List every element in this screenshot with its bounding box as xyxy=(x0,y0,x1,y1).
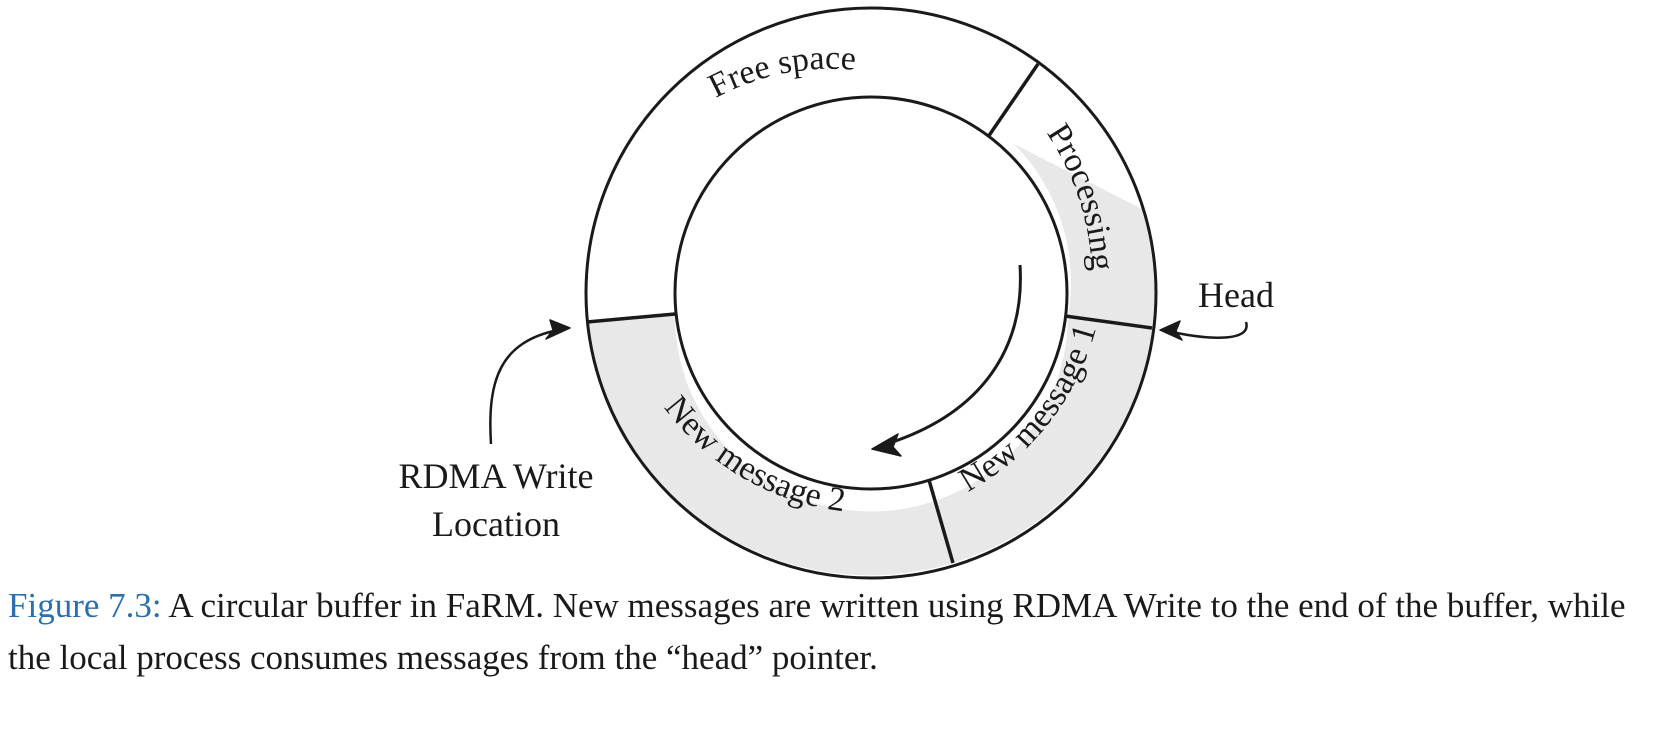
caption-text: A circular buffer in FaRM. New messages … xyxy=(8,586,1626,677)
consume-direction-arrow-icon xyxy=(871,264,1022,457)
buffer-inner-ring xyxy=(673,95,1069,491)
rdma-write-location-label: RDMA Write xyxy=(399,456,594,496)
divider-message1-message2 xyxy=(927,479,955,564)
head-label: Head xyxy=(1198,275,1274,315)
segment-label-free-space: Free space xyxy=(703,40,858,105)
divider-free-processing xyxy=(986,63,1040,138)
circular-buffer-diagram: Free space Processing New message 1 New … xyxy=(399,6,1274,580)
rdma-pointer-arrow-icon xyxy=(489,319,571,445)
head-pointer-arrow-icon xyxy=(1159,320,1248,341)
figure-number: Figure 7.3: xyxy=(8,586,162,625)
rdma-write-location-label-line2: Location xyxy=(432,504,560,544)
buffer-outer-ring xyxy=(584,6,1158,580)
occupied-region xyxy=(587,144,1156,576)
divider-processing-message1 xyxy=(1064,314,1153,330)
divider-message2-free xyxy=(586,312,676,324)
figure-caption: Figure 7.3: A circular buffer in FaRM. N… xyxy=(8,580,1658,684)
